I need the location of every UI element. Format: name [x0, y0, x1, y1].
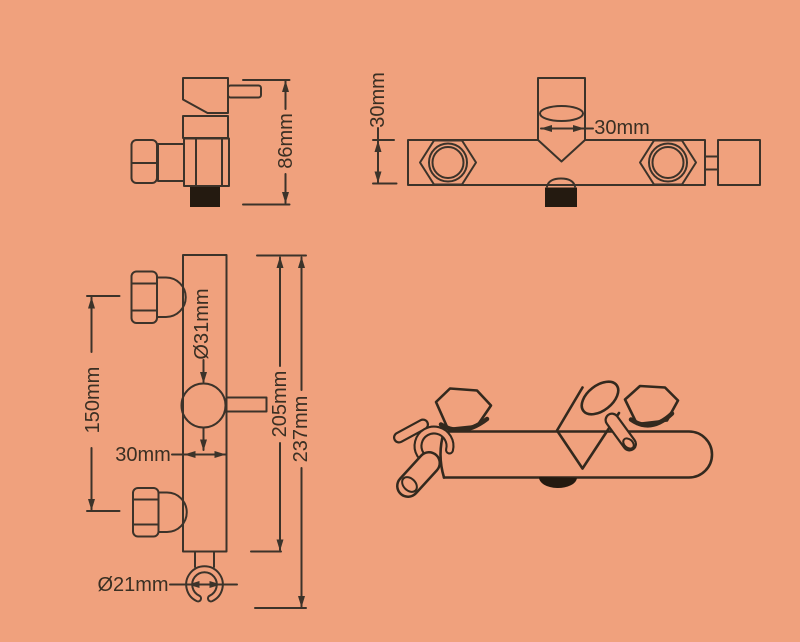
arrow-down: [374, 171, 382, 183]
outlet-port: [545, 187, 577, 207]
handle-3d: [555, 380, 621, 470]
arrow-right: [573, 125, 585, 132]
arrow-up: [88, 297, 95, 309]
arrow-down: [276, 539, 284, 551]
handle-body: [182, 77, 229, 114]
dimension-150mm: [86, 295, 121, 512]
dim-label-overall-length: 237mm: [290, 395, 312, 463]
dimension-21mm: [169, 581, 238, 588]
outlet-dome: [546, 177, 576, 188]
outlet-port-3d: [538, 477, 577, 489]
valve-circle: [180, 382, 227, 429]
handle-stub: [225, 396, 268, 413]
bottom-inlet: [132, 487, 188, 538]
arrow-up: [282, 80, 289, 92]
holder-tube-inner: [398, 453, 439, 496]
bar-body: [407, 139, 706, 186]
hex-nut: [130, 139, 158, 184]
arrow-up: [298, 256, 305, 268]
right-hex-nut: [639, 139, 697, 186]
side-view: [130, 77, 291, 207]
lever-cap: [622, 437, 635, 450]
shower-holder-3d: [393, 418, 455, 498]
extension-ticks: [372, 139, 398, 185]
dimension-86mm: [242, 79, 291, 206]
handle-lever: [227, 84, 262, 99]
left-hex-nut: [419, 139, 477, 186]
arrow-left: [184, 451, 196, 458]
arrow-left: [540, 125, 552, 132]
cartridge-cap: [182, 115, 229, 139]
dim-label-depth: 30mm: [367, 72, 389, 128]
handle-top: [537, 77, 586, 163]
hex-nut-facets: [132, 498, 160, 526]
arrow-left: [188, 581, 200, 588]
dimension-30mm-body: [171, 451, 227, 458]
dimension-237mm: [254, 256, 307, 609]
inlet-connector: [157, 143, 185, 182]
connector: [156, 276, 187, 318]
bar-cylinder: [442, 430, 714, 479]
arrow-down: [298, 596, 305, 608]
arrow-down: [282, 192, 289, 204]
arrow-up: [276, 256, 284, 268]
connector: [157, 491, 188, 533]
right-hex-nut-3d: [623, 384, 680, 428]
dim-label-body-width: 30mm: [115, 444, 171, 466]
holder-neck: [194, 550, 215, 568]
front-view: [86, 254, 307, 609]
handle-cone: [537, 139, 586, 163]
left-hex-nut-3d: [434, 387, 493, 433]
outlet-port: [190, 187, 220, 207]
dim-label-holder-diameter: Ø21mm: [97, 574, 169, 596]
dimension-31mm-leader: [200, 359, 207, 451]
valve-body-contour: [195, 138, 223, 187]
lever-stub-inner: [606, 414, 635, 450]
dimension-30mm-handle: [540, 125, 594, 132]
end-fitting: [717, 139, 761, 186]
arrow-up: [374, 140, 382, 152]
top-view: [372, 77, 761, 207]
handle-cap: [580, 380, 620, 416]
dimension-30mm-depth: [372, 127, 398, 185]
dim-label-valve-diameter: Ø31mm: [191, 288, 213, 360]
dim-label-handle-width: 30mm: [594, 117, 650, 139]
dim-label-inlet-spacing: 150mm: [82, 366, 104, 434]
shower-holder-hook-inner: [187, 567, 222, 601]
top-inlet: [130, 270, 187, 324]
hex-nut-facets: [130, 282, 158, 312]
arrow-right: [214, 451, 226, 458]
handle-cone: [555, 386, 621, 470]
nut-shadow: [628, 411, 675, 428]
handle-cap-ellipse: [539, 105, 584, 122]
holder-flap-inner: [395, 420, 427, 442]
dim-label-height: 86mm: [275, 113, 297, 169]
arrow-down-circle: [200, 372, 207, 384]
dimension-205mm: [250, 256, 284, 553]
end-stub: [704, 155, 719, 171]
hex-nut: [132, 487, 160, 538]
perspective-view: [393, 380, 714, 498]
handle-outline: [537, 77, 586, 141]
holder-tube-cap: [401, 476, 418, 493]
arrow-right: [209, 581, 221, 588]
lever-3d: [604, 412, 637, 452]
extension-lines: [242, 79, 291, 206]
dim-label-body-length: 205mm: [269, 370, 291, 438]
arrow-down-end: [200, 439, 207, 451]
hex-nut: [130, 270, 158, 324]
nut-shadow: [438, 416, 490, 433]
extension-lines: [86, 295, 121, 512]
arrow-down: [88, 499, 95, 511]
